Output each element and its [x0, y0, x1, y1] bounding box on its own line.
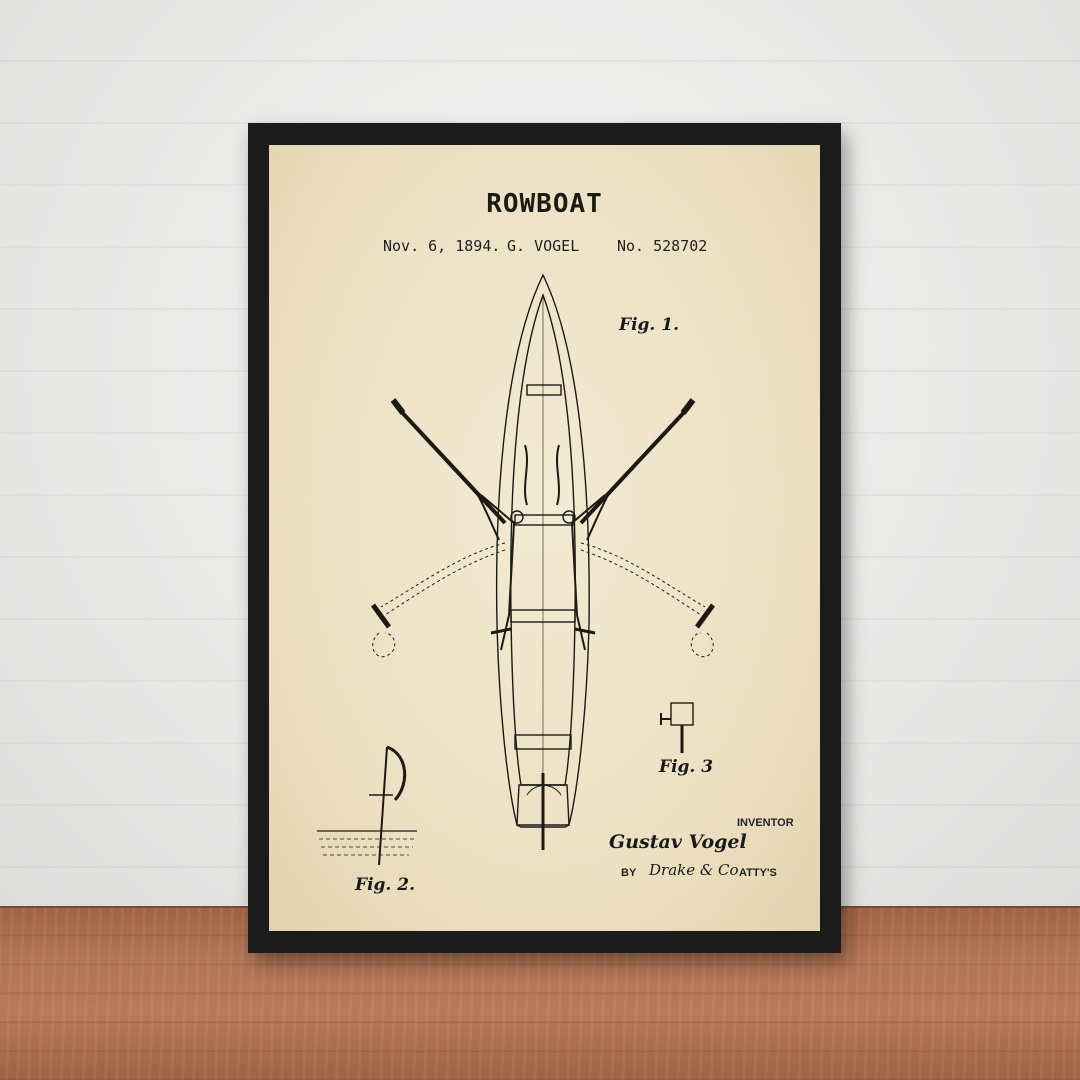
by-label: BY — [621, 867, 637, 879]
fig3-label: Fig. 3 — [659, 757, 714, 777]
fig1-label: Fig. 1. — [619, 315, 679, 335]
patent-number: No. 528702 — [617, 237, 708, 255]
attys-label: ATTY'S — [739, 867, 777, 879]
poster-frame: ROWBOAT Nov. 6, 1894. G. VOGEL No. 52870… — [248, 123, 841, 953]
patent-date: Nov. 6, 1894. — [383, 237, 501, 255]
patent-inventor-short: G. VOGEL — [507, 237, 580, 255]
fig2-label: Fig. 2. — [355, 875, 415, 895]
inventor-signature: Gustav Vogel — [609, 831, 747, 853]
rowboat-drawing — [317, 273, 716, 866]
patent-paper: ROWBOAT Nov. 6, 1894. G. VOGEL No. 52870… — [269, 145, 820, 931]
attorney-signature: Drake & Co — [649, 861, 739, 879]
inventor-label: INVENTOR — [737, 817, 794, 829]
poster-title: ROWBOAT — [486, 189, 603, 219]
